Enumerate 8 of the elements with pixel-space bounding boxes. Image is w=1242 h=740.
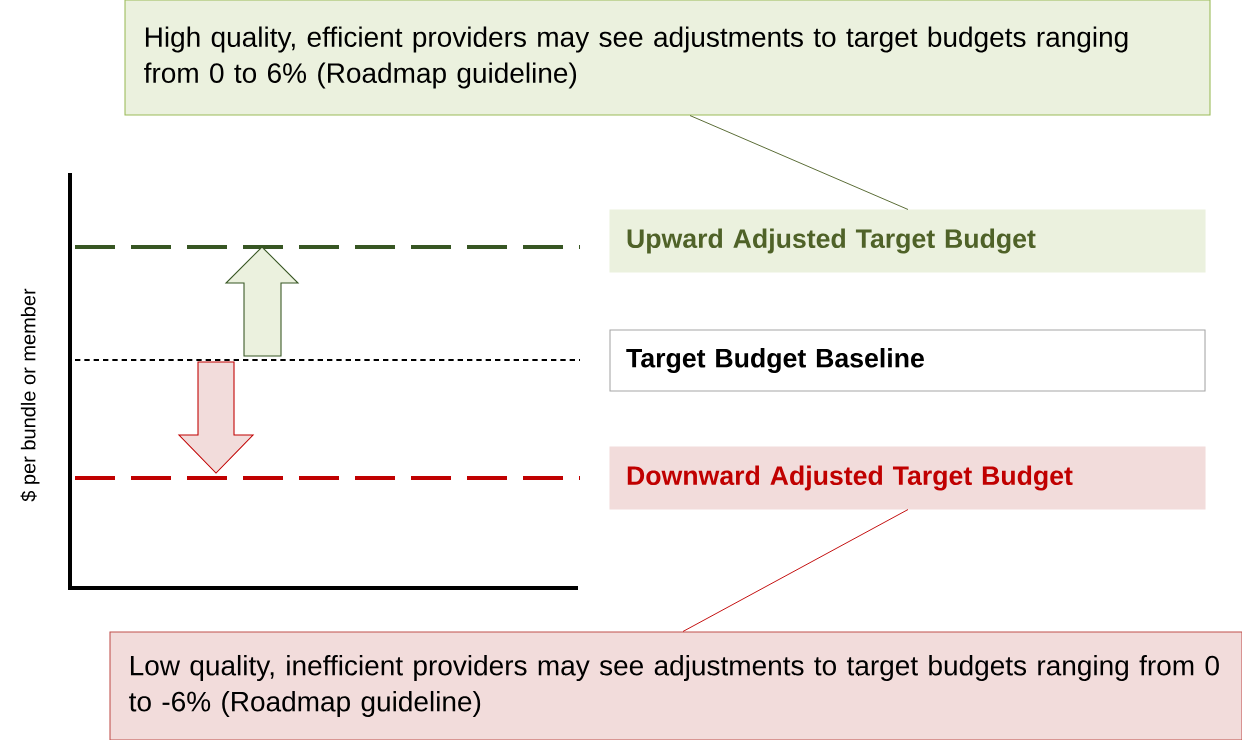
level-label-box: Target Budget Baseline <box>609 329 1206 392</box>
level-label-box: Downward Adjusted Target Budget <box>609 446 1206 510</box>
callout-box: High quality, efficient providers may see adjustments to target budgets ranging from 0 to 6% (Roadmap guideline) <box>124 0 1211 116</box>
leader-line <box>682 509 909 632</box>
callout-box: Low quality, inefficient providers may see adjustments to target budgets ranging from 0 to -6% (Roadmap guideline) <box>109 631 1242 740</box>
leader-line <box>689 115 909 210</box>
level-label-box: Upward Adjusted Target Budget <box>609 209 1206 273</box>
axis-label: $ per bundle or member <box>20 288 40 502</box>
